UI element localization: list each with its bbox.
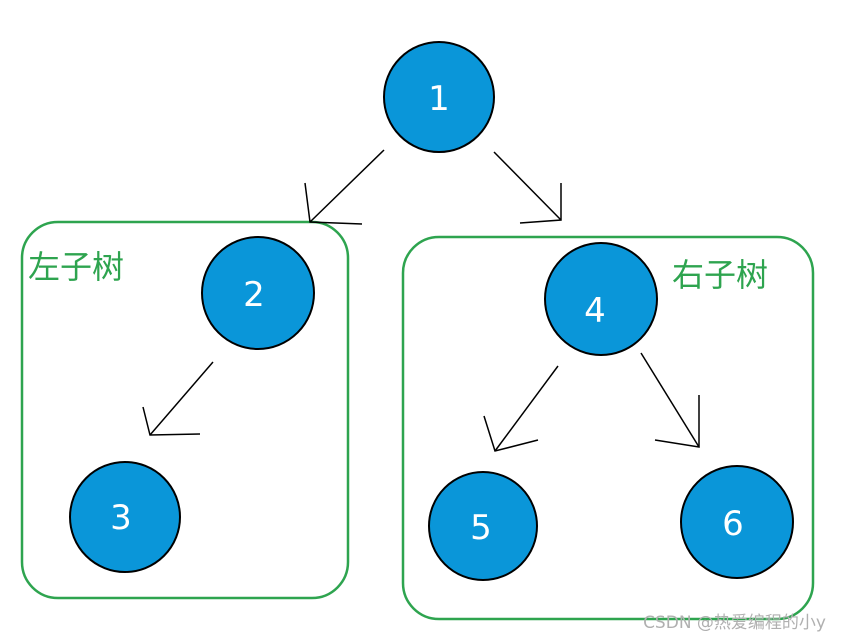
node-label: 5 [470,508,492,548]
edge-4-5 [483,365,559,452]
node-circle [201,236,315,350]
edge-1-2 [304,149,385,225]
node-label: 2 [243,275,265,315]
edge-4-6 [640,352,700,448]
node-label: 6 [722,504,744,544]
node-label: 3 [110,498,132,538]
node-label: 4 [584,291,606,331]
tree-node-1: 1 [383,41,495,153]
left-subtree-box [20,220,350,600]
node-circle [383,41,495,153]
node-circle [544,242,658,356]
right-subtree-label: 右子树 [672,256,768,294]
edge-2-3 [142,361,214,436]
left-subtree-label: 左子树 [28,248,124,286]
tree-node-4: 4 [544,242,658,356]
node-circle [680,465,794,579]
right-subtree-box [401,235,815,621]
csdn-watermark: CSDN @热爱编程的小y [643,613,826,633]
node-circle [428,471,538,581]
tree-node-3: 3 [69,461,181,573]
tree-node-6: 6 [680,465,794,579]
edge-1-4 [493,151,562,224]
node-circle [69,461,181,573]
node-label: 1 [428,79,450,119]
tree-node-5: 5 [428,471,538,581]
tree-node-2: 2 [201,236,315,350]
